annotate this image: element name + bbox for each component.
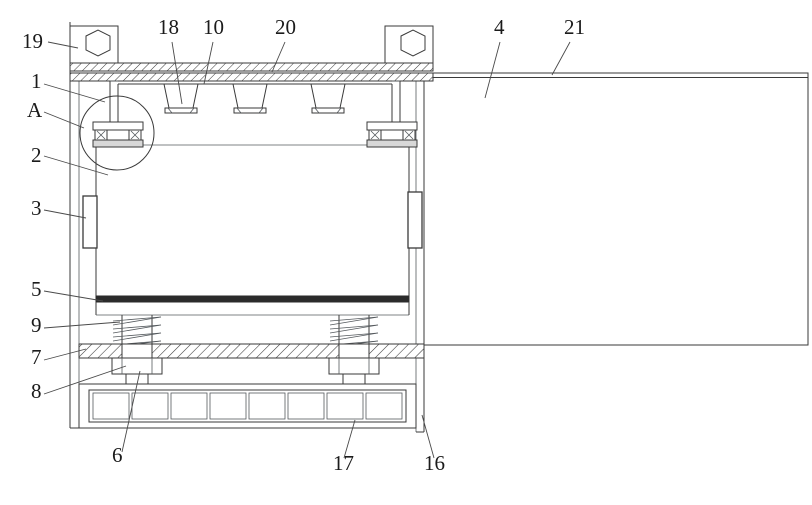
side-bracket-left — [82, 195, 98, 249]
leader-19 — [47, 41, 79, 49]
leader-2 — [43, 155, 109, 176]
leader-9 — [43, 321, 121, 329]
hatched-top-rail — [69, 62, 434, 82]
callout-8: 8 — [31, 379, 42, 403]
leader-4 — [484, 41, 501, 99]
callout-9: 9 — [31, 313, 42, 337]
callout-21: 21 — [564, 15, 585, 39]
hatched-support-deck — [78, 343, 425, 359]
leader-7 — [43, 348, 87, 361]
tray-cell — [170, 392, 208, 420]
detail-circle-A — [79, 95, 155, 171]
hex-bolt-head-right — [384, 25, 434, 67]
leader-8 — [43, 365, 127, 395]
leader-6 — [121, 370, 141, 453]
leader-17 — [343, 419, 356, 459]
tray-cell — [92, 392, 130, 420]
callout-1: 1 — [31, 69, 42, 93]
side-bracket-right — [407, 191, 423, 249]
spray-nozzle — [310, 83, 346, 114]
callout-17: 17 — [333, 451, 354, 475]
leader-18 — [171, 41, 183, 105]
leader-21 — [551, 41, 571, 76]
tray-cell — [248, 392, 286, 420]
tray-cell — [287, 392, 325, 420]
tray-cell — [326, 392, 364, 420]
callout-18: 18 — [158, 15, 179, 39]
right-side-panel — [423, 72, 809, 346]
callout-10: 10 — [203, 15, 224, 39]
leader-5 — [43, 290, 104, 302]
slide-block-left — [92, 121, 144, 148]
callout-3: 3 — [31, 196, 42, 220]
hex-bolt-head-left — [69, 25, 119, 67]
machine-outer-frame — [69, 22, 425, 433]
callout-6: 6 — [112, 443, 123, 467]
leader-A — [43, 111, 85, 129]
leader-16 — [421, 414, 435, 459]
callout-7: 7 — [31, 345, 42, 369]
tray-cell — [365, 392, 403, 420]
callout-5: 5 — [31, 277, 42, 301]
slide-block-right — [366, 121, 418, 148]
callout-A: A — [27, 98, 43, 122]
leader-3 — [43, 209, 87, 219]
leader-line-layer — [43, 41, 571, 459]
callout-20: 20 — [275, 15, 296, 39]
leader-20 — [271, 41, 286, 73]
callout-19: 19 — [22, 29, 43, 53]
tray-cell — [209, 392, 247, 420]
callout-16: 16 — [424, 451, 445, 475]
spray-nozzle — [232, 83, 268, 114]
callout-2: 2 — [31, 143, 42, 167]
tank-bottom-plate — [95, 295, 410, 303]
leader-10 — [203, 41, 214, 85]
callout-4: 4 — [494, 15, 505, 39]
leader-1 — [43, 83, 106, 103]
